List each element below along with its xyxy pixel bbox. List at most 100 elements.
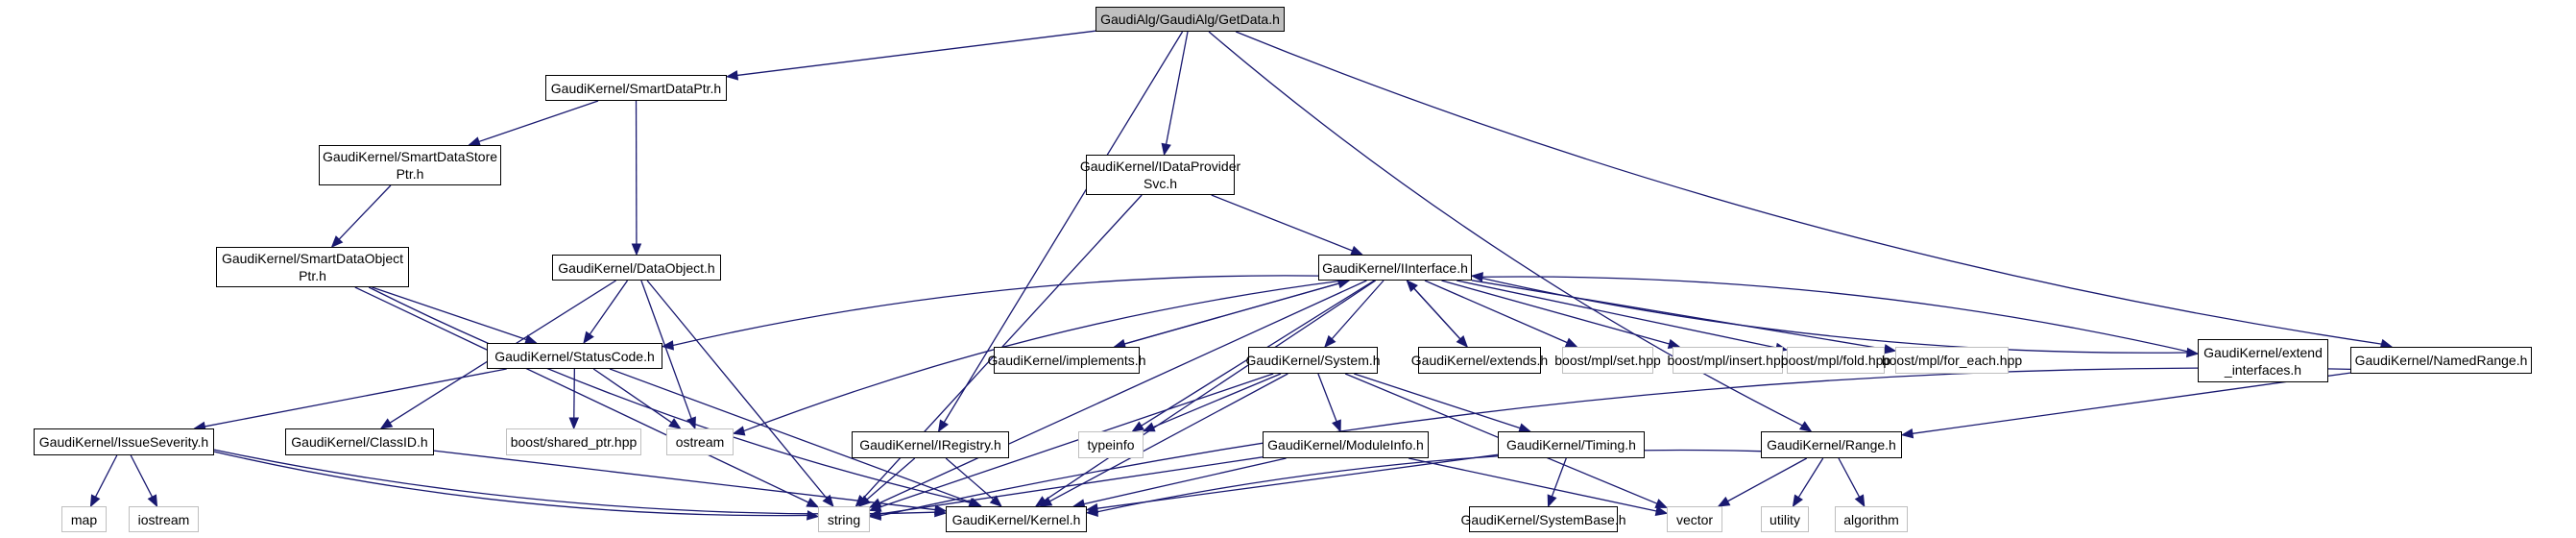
edge-smartdataobjectptr-to-statuscode [372,286,527,341]
arrowhead-icon [1564,337,1578,348]
edge-getdata-to-smartdataptr [736,30,1096,77]
edge-iinterface-to-string [879,280,1367,504]
edge-namedrange-to-string [879,367,2351,517]
edge-smartdatastoreptr-to-smartdataobjectptr [338,184,392,240]
arrowhead-icon [1900,428,1914,439]
graph-node-implements[interactable]: GaudiKernel/implements.h [988,347,1146,374]
graph-node-statuscode[interactable]: GaudiKernel/StatusCode.h [487,343,662,369]
graph-node-algorithm: algorithm [1835,506,1908,532]
edge-iregistry-to-string [866,457,916,501]
arrowhead-icon [1161,142,1171,157]
edge-iregistry-to-kernel [945,457,995,501]
graph-node-smartdataptr[interactable]: GaudiKernel/SmartDataPtr.h [545,75,727,101]
graph-node-extendinterfaces[interactable]: GaudiKernel/extend _interfaces.h [2198,339,2328,382]
edge-issueseverity-to-map [94,454,118,498]
arrowhead-icon [1332,419,1341,433]
edge-issueseverity-to-string [213,451,808,517]
graph-node-timing[interactable]: GaudiKernel/Timing.h [1498,431,1645,458]
graph-node-system[interactable]: GaudiKernel/System.h [1245,347,1381,374]
edge-moduleinfo-to-kernel [1083,457,1287,505]
graph-node-idataprovidersvc[interactable]: GaudiKernel/IDataProvider Svc.h [1080,155,1240,195]
graph-node-smartdataobjectptr[interactable]: GaudiKernel/SmartDataObject Ptr.h [216,247,409,287]
graph-node-kernel[interactable]: GaudiKernel/Kernel.h [946,506,1087,532]
arrowhead-icon [686,416,696,430]
edge-iinterface-to-kernel [1044,280,1377,501]
graph-node-mplforeach: boost/mpl/for_each.hpp [1882,347,2022,374]
arrowhead-icon [1547,494,1557,508]
graph-node-mplinsert: boost/mpl/insert.hpp [1667,347,1789,374]
arrowhead-icon [732,426,746,436]
edge-getdata-to-iregistry [943,31,1184,423]
graph-node-range[interactable]: GaudiKernel/Range.h [1761,431,1902,458]
arrowhead-icon [1085,506,1098,517]
edge-implements-to-iinterface [1114,282,1339,348]
edge-range-to-algorithm [1838,457,1861,498]
graph-node-iregistry[interactable]: GaudiKernel/IRegistry.h [852,431,1009,458]
edge-system-to-string [879,373,1274,508]
edge-issueseverity-to-iostream [130,454,154,498]
arrowhead-icon [1324,334,1336,348]
edge-range-to-vector [1727,457,1808,502]
edge-statuscode-to-issueseverity [205,368,507,428]
edge-statuscode-to-kernel [609,368,972,503]
graph-node-vector: vector [1667,506,1722,532]
arrowhead-icon [1792,494,1803,508]
arrowhead-icon [1406,280,1418,293]
graph-node-map: map [61,506,107,532]
edge-extendinterfaces-to-iinterface [1481,276,2199,355]
graph-node-sharedptr: boost/shared_ptr.hpp [506,428,641,455]
arrowhead-icon [330,235,344,248]
arrowhead-icon [868,510,881,521]
arrowhead-icon [583,330,594,345]
graph-node-moduleinfo[interactable]: GaudiKernel/ModuleInfo.h [1263,431,1429,458]
edge-system-to-moduleinfo [1317,373,1337,422]
arrowhead-icon [725,70,739,81]
arrowhead-icon [147,494,158,508]
graph-node-namedrange[interactable]: GaudiKernel/NamedRange.h [2350,347,2532,374]
graph-node-smartdatastoreptr[interactable]: GaudiKernel/SmartDataStore Ptr.h [319,145,501,185]
arrowhead-icon [1470,272,1483,282]
edge-getdata-to-range [1208,31,1803,427]
graph-node-utility: utility [1761,506,1809,532]
graph-node-string: string [818,506,870,532]
edge-getdata-to-namedrange [1235,31,2382,345]
edge-iinterface-to-system [1331,280,1384,340]
arrowhead-icon [1654,499,1669,508]
arrowhead-icon [1854,494,1866,508]
arrowhead-icon [807,510,820,521]
arrowhead-icon [806,498,820,508]
arrowhead-icon [1883,344,1897,355]
edge-iinterface-to-ostream [743,280,1344,432]
edge-smartdataobjectptr-to-kernel [368,286,971,503]
edge-moduleinfo-to-string [879,456,1264,515]
edge-range-to-kernel [1096,449,1762,513]
arrowhead-icon [1654,505,1669,517]
arrowhead-icon [857,495,871,507]
edge-dataobject-to-string [646,280,828,499]
edge-smartdataptr-to-smartdatastoreptr [478,100,599,143]
arrowhead-icon [668,418,682,429]
edge-iinterface-to-extendinterfaces [1471,275,2188,354]
edge-extends-to-iinterface [1413,287,1468,348]
edge-iinterface-to-mplforeach [1471,280,1886,351]
graph-node-typeinfo: typeinfo [1078,431,1144,458]
graph-node-extends[interactable]: GaudiKernel/extends.h [1411,347,1548,374]
edge-system-to-timing [1354,373,1521,429]
graph-node-issueseverity[interactable]: GaudiKernel/IssueSeverity.h [34,428,214,455]
arrowhead-icon [1142,422,1156,432]
graph-node-classid[interactable]: GaudiKernel/ClassID.h [285,428,434,455]
arrowhead-icon [1717,496,1731,507]
arrowhead-icon [868,501,882,512]
graph-node-systembase[interactable]: GaudiKernel/SystemBase.h [1461,506,1626,532]
edge-smartdataobjectptr-to-string [354,286,809,503]
graph-node-getdata[interactable]: GaudiAlg/GaudiAlg/GetData.h [1095,7,1285,32]
arrowhead-icon [379,418,394,429]
edge-iinterface-to-mplfold [1457,280,1777,349]
graph-node-dataobject[interactable]: GaudiKernel/DataObject.h [552,255,721,281]
graph-node-mplset: boost/mpl/set.hpp [1554,347,1661,374]
graph-node-iinterface[interactable]: GaudiKernel/IInterface.h [1318,255,1472,281]
edge-iinterface-to-mplinsert [1441,280,1670,345]
edge-system-to-typeinfo [1152,373,1282,428]
arrowhead-icon [568,417,580,430]
